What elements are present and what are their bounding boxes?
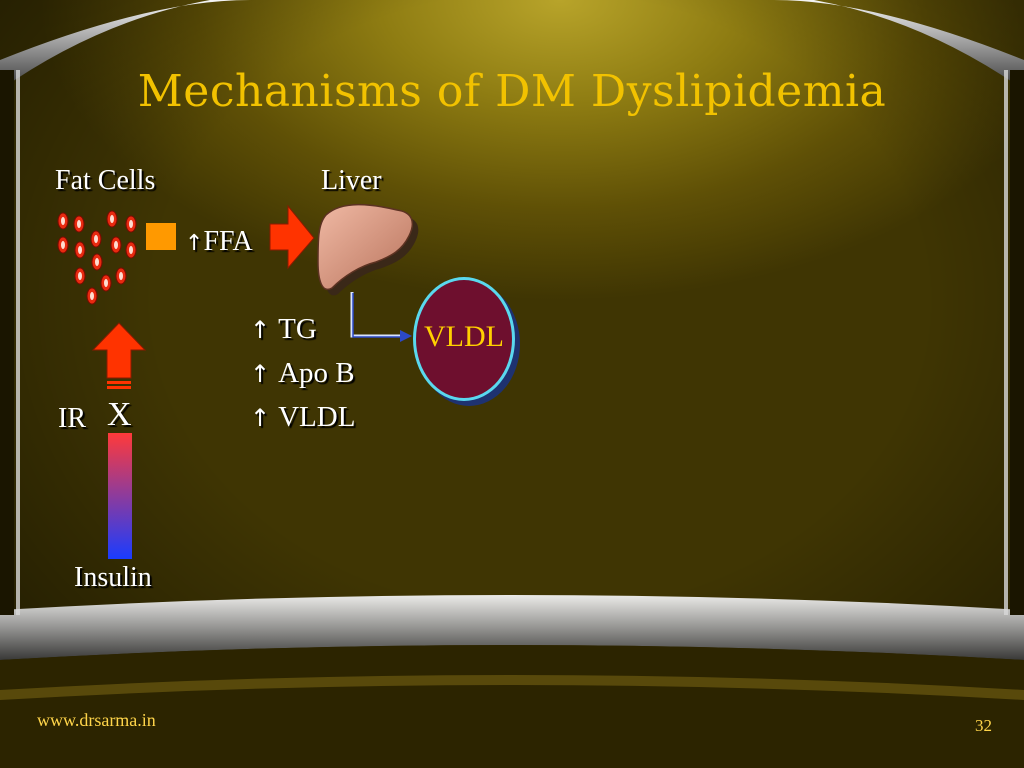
liver-to-vldl-arrow <box>350 292 412 342</box>
ir-up-arrow <box>91 322 147 389</box>
ffa-text: FFA <box>203 226 253 257</box>
up-arrow-icon: ↑ <box>250 360 271 388</box>
insulin-gradient-bar <box>108 433 132 559</box>
footer-url: www.drsarma.in <box>37 710 156 730</box>
vldl-particle <box>413 277 515 401</box>
page-title: Mechanisms of DM Dyslipidemia <box>137 66 887 117</box>
liver-label: Liver <box>321 165 382 196</box>
release-square-icon <box>146 223 176 250</box>
ffa-to-liver-arrow <box>269 204 315 270</box>
insulin-label: Insulin <box>74 562 152 593</box>
fat-cells-icon <box>57 210 137 305</box>
effect-text: Apo B <box>278 357 355 389</box>
liver-icon <box>317 203 419 296</box>
fat-cells-label: Fat Cells <box>55 165 156 196</box>
up-arrow-icon: ↑ <box>185 231 204 256</box>
block-x-mark: X <box>107 396 132 433</box>
page-number: 32 <box>975 716 992 735</box>
effect-text: TG <box>278 313 317 345</box>
vldl-label: VLDL <box>424 320 504 353</box>
effect-vldl: ↑VLDL <box>250 396 355 440</box>
effect-text: VLDL <box>278 401 356 433</box>
ffa-label: ↑FFA <box>185 226 253 258</box>
effects-list: ↑TG ↑Apo B ↑VLDL <box>250 308 355 440</box>
ir-label: IR <box>58 403 86 434</box>
effect-apo-b: ↑Apo B <box>250 352 355 396</box>
up-arrow-icon: ↑ <box>250 316 271 344</box>
effect-tg: ↑TG <box>250 308 355 352</box>
up-arrow-icon: ↑ <box>250 404 271 432</box>
